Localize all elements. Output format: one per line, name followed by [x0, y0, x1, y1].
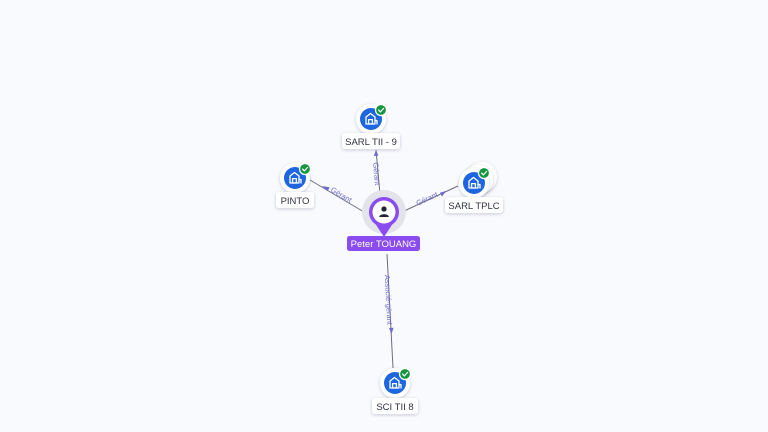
- building-icon: [365, 112, 378, 125]
- company-label: SCI TII 8: [376, 402, 413, 413]
- edge-sarl-tii-9: Gérant: [371, 149, 382, 195]
- company-node-sarl-tplc[interactable]: SARL TPLC: [445, 162, 503, 213]
- edge-label: Gérant: [415, 189, 440, 207]
- company-node-pinto[interactable]: PINTO: [276, 162, 314, 208]
- edge-sci-tii-8: Associé-gérant: [383, 253, 395, 369]
- company-label: PINTO: [281, 196, 310, 207]
- building-icon: [389, 376, 402, 389]
- user-icon: [379, 206, 389, 217]
- verified-badge-icon: [298, 162, 312, 176]
- building-icon: [468, 176, 481, 189]
- building-icon: [289, 171, 302, 184]
- verified-badge-icon: [374, 103, 388, 117]
- company-node-sarl-tii-9[interactable]: SARL TII - 9: [342, 103, 400, 149]
- verified-badge-icon: [477, 166, 491, 180]
- verified-badge-icon: [398, 367, 412, 381]
- person-name-label: Peter TOUANG: [351, 239, 417, 250]
- edge-label: Associé-gérant: [383, 275, 395, 326]
- person-node-center[interactable]: Peter TOUANG: [347, 190, 420, 251]
- company-label: SARL TII - 9: [345, 137, 397, 148]
- edge-label: Gérant: [329, 185, 354, 205]
- company-node-sci-tii-8[interactable]: SCI TII 8: [372, 367, 418, 414]
- edge-pinto: Gérant: [309, 179, 365, 213]
- company-label: SARL TPLC: [448, 201, 499, 212]
- edge-label: Gérant: [371, 162, 382, 187]
